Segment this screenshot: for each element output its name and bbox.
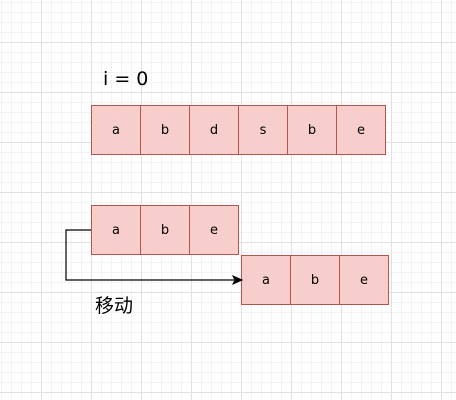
pattern-cell-0: a [91, 205, 141, 255]
pattern-cell-2: e [189, 205, 239, 255]
index-label: i = 0 [103, 68, 149, 90]
main-cell-1: b [140, 105, 190, 155]
main-cell-3: s [238, 105, 288, 155]
main-string-row: a b d s b e [91, 105, 386, 155]
pattern-cell-1: b [140, 205, 190, 255]
pattern-row: a b e [91, 205, 239, 255]
move-label: 移动 [95, 295, 134, 317]
main-cell-0: a [91, 105, 141, 155]
moved-pattern-row: a b e [241, 255, 389, 305]
main-cell-2: d [189, 105, 239, 155]
moved-cell-2: e [339, 255, 389, 305]
main-cell-5: e [336, 105, 386, 155]
moved-cell-1: b [290, 255, 340, 305]
moved-cell-0: a [241, 255, 291, 305]
main-cell-4: b [287, 105, 337, 155]
